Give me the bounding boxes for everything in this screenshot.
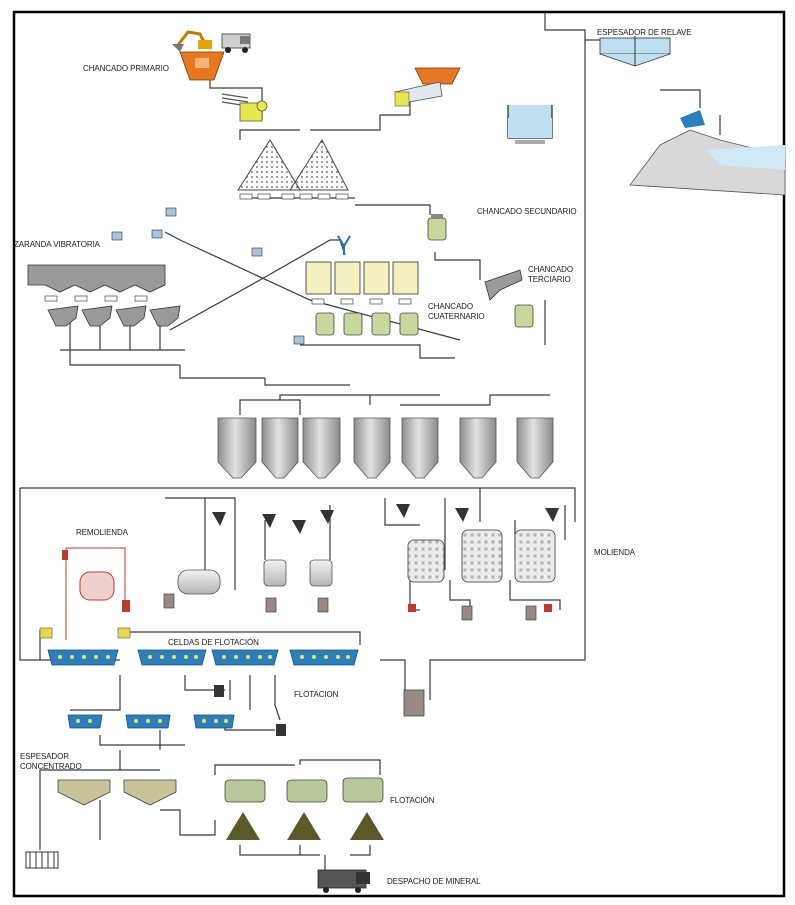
pump-icon — [163, 593, 537, 621]
excavator-icon — [172, 30, 212, 52]
label-espesador-relave: ESPESADOR DE RELAVE — [597, 28, 692, 37]
quaternary-cone-crusher-icon — [315, 312, 419, 336]
vertical-mill-icon — [263, 559, 333, 587]
label-remolienda: REMOLIENDA — [76, 528, 128, 537]
cyclone-splitter-icon — [337, 235, 351, 255]
label-chancado-secundario: CHANCADO SECUNDARIO — [477, 207, 577, 216]
main-pump-icon — [403, 689, 425, 717]
label-filtracion: FLOTACIÓN — [390, 796, 435, 805]
label-flotacion: FLOTACION — [294, 690, 339, 699]
remolienda-mill-icon — [62, 547, 130, 640]
filter-icon — [224, 777, 384, 803]
conditioner-icon — [39, 627, 131, 639]
tertiary-cone-crusher-icon — [514, 304, 534, 328]
tower-mill-icon — [407, 529, 556, 583]
concentrate-pile-icon — [226, 812, 384, 840]
label-despacho-mineral: DESPACHO DE MINERAL — [387, 877, 481, 886]
cyclone-icon — [212, 504, 559, 534]
water-tank-icon — [507, 105, 553, 144]
tertiary-screen-icon — [484, 269, 523, 301]
tripper-icons — [111, 207, 305, 345]
label-chancado-terciario: CHANCADO TERCIARIO — [528, 265, 573, 284]
vibrating-screen-icon — [47, 305, 181, 327]
flotation-pump-icon — [214, 685, 286, 736]
jaw-crusher-icon — [239, 100, 268, 122]
dispatch-truck-icon — [317, 869, 370, 893]
pump-red-icon — [408, 604, 552, 612]
tailings-dam-icon — [629, 110, 786, 196]
vibrating-screen-bins — [27, 264, 166, 293]
flotation-cell-dots — [58, 655, 350, 723]
label-chancado-primario: CHANCADO PRIMARIO — [83, 64, 169, 73]
truck-icon — [221, 33, 251, 53]
concentrate-tank-icon — [25, 851, 59, 869]
primary-hopper-icon — [179, 51, 225, 81]
quaternary-feeders — [311, 298, 412, 305]
label-espesador-concentrado: ESPESADOR CONCENTRADO — [20, 752, 82, 771]
label-chancado-cuaternario: CHANCADO CUATERNARIO — [428, 302, 485, 321]
tailings-thickener-icon — [599, 36, 671, 67]
stockpile-feeders — [239, 193, 349, 200]
thickener-icon — [57, 779, 177, 806]
screen-feeders — [44, 295, 148, 302]
stockpile-icon — [237, 139, 349, 191]
quaternary-bins — [305, 261, 419, 295]
label-zaranda-vibratoria: ZARANDA VIBRATORIA — [14, 240, 100, 249]
silo-icon — [217, 417, 554, 479]
label-celdas-flotacion: CELDAS DE FLOTACIÓN — [168, 638, 259, 647]
secondary-hopper-icon — [394, 67, 461, 107]
secondary-cone-crusher-icon — [427, 214, 447, 241]
ball-mill-icon — [177, 569, 221, 595]
flotation-cell-icon — [47, 649, 359, 729]
label-molienda: MOLIENDA — [594, 548, 635, 557]
